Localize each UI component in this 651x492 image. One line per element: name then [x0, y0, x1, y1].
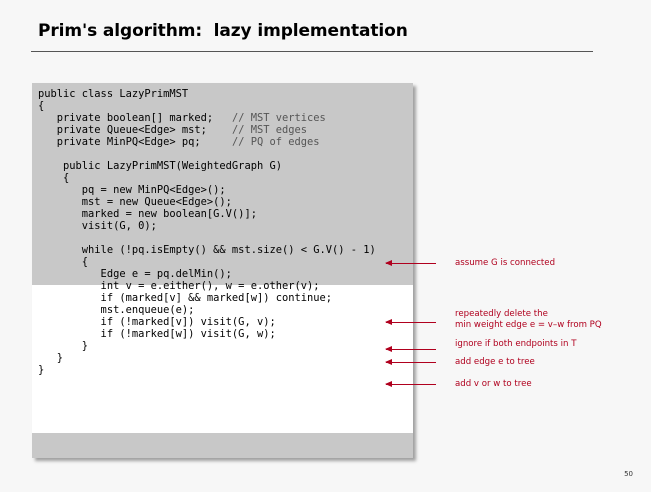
note-add-vertex: add v or w to tree: [455, 379, 532, 389]
arrow-ignore-icon: [385, 346, 436, 352]
code-text: mst.enqueue(e);: [38, 304, 195, 316]
code-line: private Queue<Edge> mst; // MST edges: [38, 124, 376, 136]
code-line: }: [38, 352, 376, 364]
code-line: mst.enqueue(e);: [38, 304, 376, 316]
code-text: }: [38, 340, 89, 352]
code-text: while (!pq.isEmpty() && mst.size() < G.V…: [38, 244, 376, 256]
slide-title: Prim's algorithm: lazy implementation: [38, 21, 408, 41]
code-text: {: [38, 256, 89, 268]
code-line: [38, 232, 376, 244]
code-text: }: [38, 352, 64, 364]
code-text: Edge e = pq.delMin();: [38, 268, 232, 280]
title-rule: [31, 51, 593, 52]
code-line: while (!pq.isEmpty() && mst.size() < G.V…: [38, 244, 376, 256]
code-line: public LazyPrimMST(WeightedGraph G): [38, 160, 376, 172]
code-text: private MinPQ<Edge> pq;: [38, 136, 232, 148]
code-text: if (marked[v] && marked[w]) continue;: [38, 292, 333, 304]
code-text: {: [38, 100, 45, 112]
arrow-delete-icon: [385, 319, 436, 325]
code-text: mst = new Queue<Edge>();: [38, 196, 232, 208]
page-number: 50: [624, 470, 633, 478]
code-text: public class LazyPrimMST: [38, 88, 189, 100]
code-comment: // MST vertices: [231, 112, 326, 124]
code-line: [38, 148, 376, 160]
arrow-add-vertex-icon: [385, 381, 436, 387]
code-text: if (!marked[w]) visit(G, w);: [38, 328, 276, 340]
code-line: }: [38, 364, 376, 376]
code-line: {: [38, 172, 376, 184]
code-line: mst = new Queue<Edge>();: [38, 196, 376, 208]
arrow-connected-icon: [385, 260, 436, 266]
code-line: public class LazyPrimMST: [38, 88, 376, 100]
code-line: pq = new MinPQ<Edge>();: [38, 184, 376, 196]
code-text: int v = e.either(), w = e.other(v);: [38, 280, 320, 292]
code-line: {: [38, 256, 376, 268]
note-ignore: ignore if both endpoints in T: [455, 339, 577, 349]
code-text: marked = new boolean[G.V()];: [38, 208, 257, 220]
code-line: Edge e = pq.delMin();: [38, 268, 376, 280]
code-highlight-region: [32, 285, 413, 433]
code-text: pq = new MinPQ<Edge>();: [38, 184, 226, 196]
code-line: if (!marked[v]) visit(G, v);: [38, 316, 376, 328]
code-text: public LazyPrimMST(WeightedGraph G): [38, 160, 282, 172]
note-delete-line2: min weight edge e = v–w from PQ: [455, 320, 602, 330]
code-line: if (!marked[w]) visit(G, w);: [38, 328, 376, 340]
code-text: if (!marked[v]) visit(G, v);: [38, 316, 276, 328]
code-text: {: [38, 172, 70, 184]
code-comment: // PQ of edges: [231, 136, 320, 148]
code-text: }: [38, 364, 45, 376]
code-line: visit(G, 0);: [38, 220, 376, 232]
code-line: if (marked[v] && marked[w]) continue;: [38, 292, 376, 304]
code-line: marked = new boolean[G.V()];: [38, 208, 376, 220]
code-listing: public class LazyPrimMST{ private boolea…: [38, 88, 376, 376]
code-comment: // MST edges: [231, 124, 308, 136]
code-text: visit(G, 0);: [38, 220, 157, 232]
code-text: private Queue<Edge> mst;: [38, 124, 232, 136]
code-line: int v = e.either(), w = e.other(v);: [38, 280, 376, 292]
code-line: private MinPQ<Edge> pq; // PQ of edges: [38, 136, 376, 148]
code-text: private boolean[] marked;: [38, 112, 232, 124]
code-line: }: [38, 340, 376, 352]
note-delete-line1: repeatedly delete the: [455, 309, 548, 319]
code-line: private boolean[] marked; // MST vertice…: [38, 112, 376, 124]
note-add-edge: add edge e to tree: [455, 357, 535, 367]
note-connected: assume G is connected: [455, 258, 556, 268]
arrow-add-edge-icon: [385, 359, 436, 365]
code-line: {: [38, 100, 376, 112]
